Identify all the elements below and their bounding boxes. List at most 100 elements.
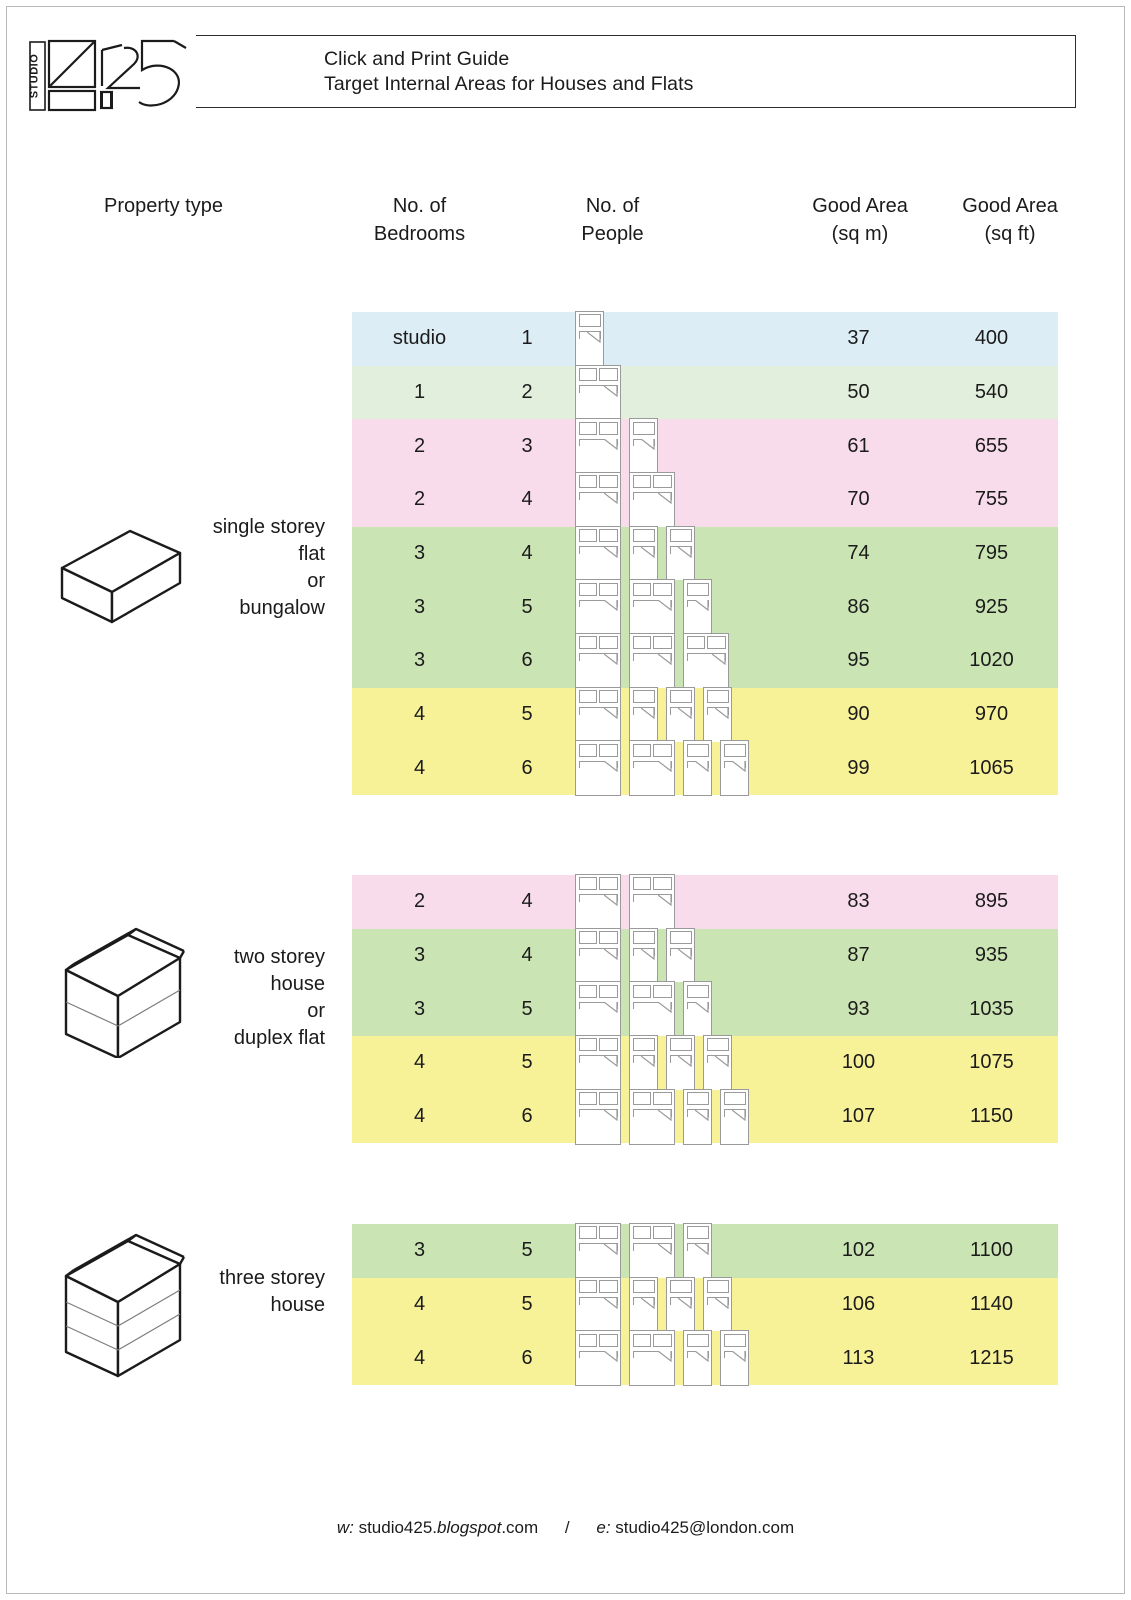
bed-pillows [686, 743, 709, 757]
bed-pillows [686, 582, 709, 596]
bed-sheet-fold [657, 1242, 672, 1256]
single-bed-icon [720, 740, 749, 797]
pillow-icon [653, 582, 672, 596]
bed-diagram-group [575, 471, 675, 528]
bed-sheet-fold [714, 706, 729, 719]
cell-people: 4 [521, 488, 533, 511]
cell-good-area-sqm: 106 [841, 1293, 876, 1316]
bed-pillows [669, 1280, 692, 1294]
bed-diagram-group [575, 1222, 712, 1279]
single-bed-icon [666, 927, 695, 984]
footer-web-prefix: w: [336, 1518, 354, 1537]
pillow-icon [686, 1333, 709, 1347]
pillow-icon [578, 582, 597, 596]
column-header-property-type: Property type [104, 195, 223, 217]
pillow-icon [632, 529, 655, 543]
bed-pillows [578, 582, 618, 596]
cell-people: 2 [521, 381, 533, 404]
pillow-icon [686, 636, 705, 650]
pillow-icon [578, 636, 597, 650]
single-bed-icon [720, 1088, 749, 1145]
pillow-icon [653, 1333, 672, 1347]
bed-sheet-fold [640, 545, 655, 558]
bed-sheet-fold [657, 598, 672, 612]
double-bed-icon [629, 471, 675, 528]
pillow-icon [723, 1333, 746, 1347]
pillow-icon [653, 877, 672, 891]
double-bed-icon [575, 471, 621, 528]
cell-bedrooms: 3 [413, 944, 426, 967]
cell-bed-diagram [567, 1222, 792, 1279]
pillow-icon [599, 690, 618, 704]
bed-pillows [723, 743, 746, 757]
page-header: STUDIO Click and Print Guide Target Inte… [0, 18, 1131, 118]
bed-pillows [706, 1280, 729, 1294]
bed-pillows [578, 368, 618, 382]
pillow-icon [653, 1092, 672, 1106]
bed-pillows [686, 636, 726, 650]
pillow-icon [632, 984, 651, 998]
pillow-icon [599, 529, 618, 543]
pillow-icon [653, 475, 672, 489]
bed-pillows [632, 690, 655, 704]
bed-sheet-fold [657, 1108, 672, 1121]
double-bed-icon [575, 927, 621, 984]
guide-subtitle: Target Internal Areas for Houses and Fla… [324, 73, 694, 95]
bed-pillows [706, 690, 729, 704]
cell-bed-diagram [567, 579, 792, 636]
pillow-icon [632, 877, 651, 891]
cell-bedrooms: 3 [413, 1239, 426, 1262]
single-storey-house-icon [52, 500, 192, 640]
cell-good-area-sqft: 1100 [969, 1239, 1013, 1262]
pillow-icon [632, 1092, 651, 1106]
single-bed-icon [666, 1276, 695, 1333]
cell-people: 5 [521, 1051, 533, 1074]
bed-diagram-group [575, 579, 712, 636]
bed-sheet-fold [694, 1108, 709, 1121]
bed-pillows [632, 743, 672, 757]
bed-pillows [632, 931, 655, 945]
pillow-icon [632, 636, 651, 650]
bed-diagram-group [575, 1088, 749, 1145]
bed-sheet-fold [640, 706, 655, 719]
pillow-icon [669, 931, 692, 945]
bed-pillows [632, 421, 655, 435]
bed-sheet-fold [714, 1054, 729, 1068]
cell-bed-diagram [567, 1088, 792, 1145]
pillow-icon [632, 690, 655, 704]
pillow-icon [686, 582, 709, 596]
column-header-good-area-sqft: Good Area (sq ft) [962, 195, 1058, 245]
cell-people: 5 [521, 595, 533, 618]
single-bed-icon [666, 525, 695, 582]
pillow-icon [578, 743, 597, 757]
double-bed-icon [629, 579, 675, 636]
pillow-icon [706, 1280, 729, 1294]
cell-good-area-sqm: 83 [847, 890, 870, 913]
property-label-two-storey: two storey house or duplex flat [233, 946, 325, 1049]
bed-sheet-fold [694, 1000, 709, 1014]
pillow-icon [669, 1280, 692, 1294]
single-bed-icon [666, 686, 695, 743]
cell-people: 5 [521, 703, 533, 726]
cell-bedrooms: 2 [413, 434, 426, 457]
bed-sheet-fold [677, 545, 692, 558]
cell-good-area-sqm: 61 [847, 434, 870, 457]
cell-bedrooms: 4 [413, 756, 426, 779]
pillow-icon [599, 475, 618, 489]
cell-bed-diagram [567, 927, 792, 984]
bed-sheet-fold [640, 1054, 655, 1068]
pillow-icon [578, 1226, 597, 1240]
cell-good-area-sqm: 99 [847, 756, 870, 779]
bed-diagram-group [575, 981, 712, 1038]
double-bed-icon [575, 525, 621, 582]
single-bed-icon [703, 1034, 732, 1091]
bed-sheet-fold [677, 1296, 692, 1309]
bed-pillows [578, 421, 618, 435]
cell-good-area-sqft: 1150 [969, 1105, 1013, 1128]
bed-pillows [669, 931, 692, 945]
